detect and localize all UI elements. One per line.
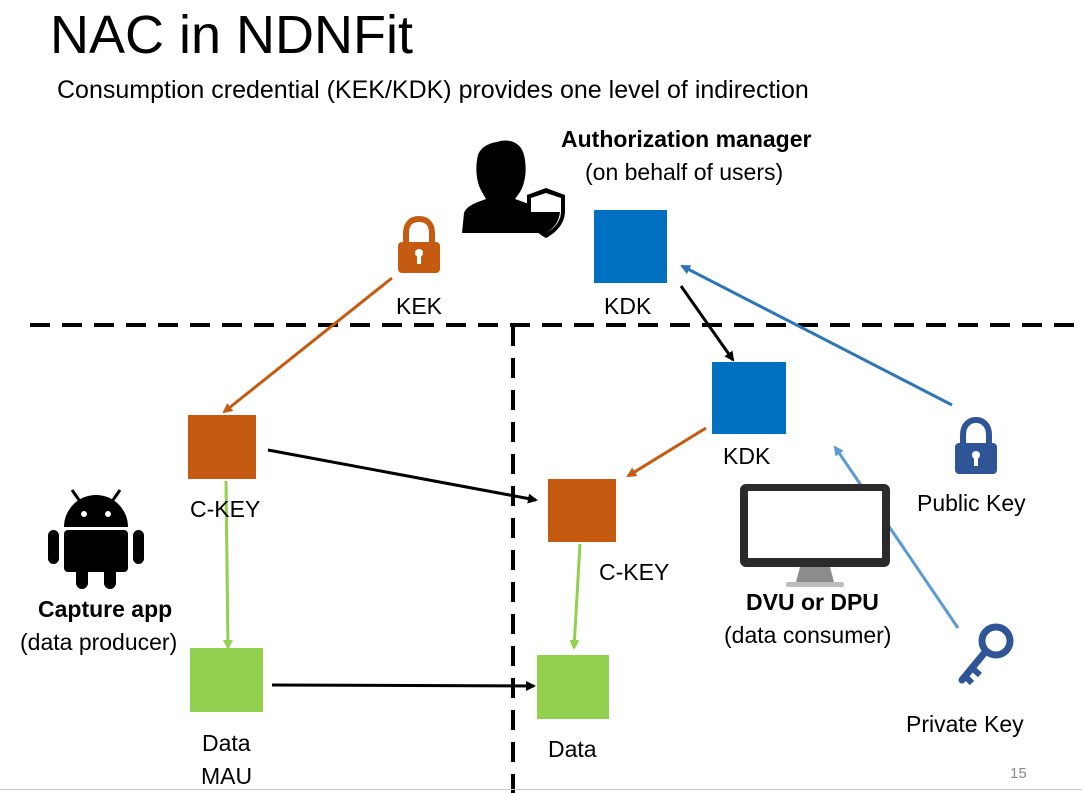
consumer-sublabel: (data consumer) bbox=[724, 622, 892, 648]
kdk-mid-to-ckey-arrow bbox=[626, 426, 707, 478]
kdk-top-to-kdk-mid-arrow bbox=[679, 285, 735, 362]
kek-label: KEK bbox=[396, 293, 443, 319]
data-right-label: Data bbox=[548, 736, 597, 762]
public-key-to-kdk-arrow bbox=[680, 264, 953, 407]
data-left-label: Data bbox=[202, 730, 251, 756]
ckey-left-to-data-arrow bbox=[222, 480, 233, 650]
ckey-right-label: C-KEY bbox=[599, 559, 670, 585]
ckey-left-label: C-KEY bbox=[190, 496, 261, 522]
ckey-to-ckey-arrow bbox=[267, 448, 538, 504]
private-key-icon bbox=[958, 623, 1014, 686]
private-key-to-kdk-arrow bbox=[833, 445, 960, 629]
public-key-label: Public Key bbox=[917, 490, 1026, 516]
public-key-padlock-icon bbox=[955, 416, 997, 474]
ckey-right-to-data-arrow bbox=[569, 543, 582, 650]
kdk-mid-box bbox=[712, 362, 786, 434]
mau-label: MAU bbox=[201, 763, 253, 789]
user-shield-icon bbox=[462, 140, 565, 238]
capture-app-label: Capture app bbox=[38, 596, 173, 622]
ckey-right-box bbox=[548, 479, 616, 542]
kdk-mid-label: KDK bbox=[723, 443, 771, 469]
private-key-label: Private Key bbox=[906, 711, 1024, 737]
slide-title: NAC in NDNFit bbox=[50, 5, 414, 65]
kdk-top-label: KDK bbox=[604, 293, 652, 319]
page-number: 15 bbox=[1010, 765, 1027, 782]
auth-manager-label: Authorization manager bbox=[561, 126, 812, 152]
kdk-top-box bbox=[594, 210, 667, 283]
footer-divider bbox=[0, 789, 1082, 790]
capture-app-sublabel: (data producer) bbox=[20, 629, 178, 655]
android-icon bbox=[48, 489, 144, 589]
data-right-box bbox=[537, 655, 609, 719]
data-left-box bbox=[190, 648, 263, 712]
slide-subtitle: Consumption credential (KEK/KDK) provide… bbox=[57, 76, 809, 104]
data-to-data-arrow bbox=[271, 680, 536, 691]
consumer-label: DVU or DPU bbox=[746, 589, 879, 615]
kek-to-ckey-arrow bbox=[222, 276, 393, 414]
kek-padlock-icon bbox=[398, 215, 440, 273]
auth-manager-sublabel: (on behalf of users) bbox=[585, 159, 784, 185]
ckey-left-box bbox=[188, 415, 256, 479]
monitor-icon bbox=[740, 484, 890, 587]
